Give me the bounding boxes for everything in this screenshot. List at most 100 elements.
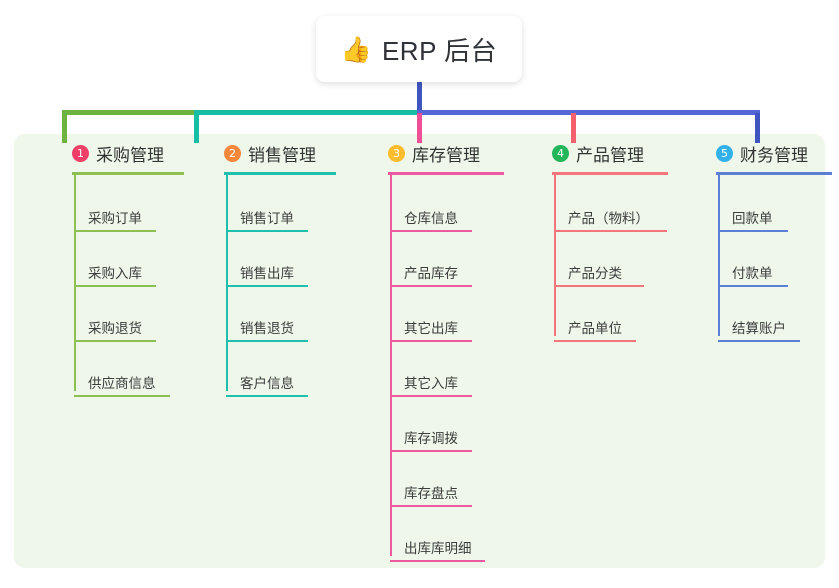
leaf-label: 产品库存	[404, 266, 458, 281]
number-badge-icon: 3	[388, 144, 405, 162]
leaf-label: 其它入库	[404, 376, 458, 391]
column-spine	[390, 175, 392, 556]
drop-col-3	[417, 113, 422, 143]
column-underline	[552, 172, 668, 175]
leaf-label: 结算账户	[732, 321, 786, 336]
leaf-list: 仓库信息产品库存其它出库其它入库库存调拨库存盘点出库库明细	[364, 175, 534, 566]
thumbs-up-icon: 👍	[340, 34, 372, 64]
page-title: ERP 后台	[381, 35, 498, 66]
leaf-underline	[74, 340, 156, 342]
leaf-underline	[390, 560, 485, 562]
drop-col-4	[571, 113, 576, 143]
leaf-label: 产品（物料）	[568, 211, 649, 226]
leaf-underline	[390, 285, 472, 287]
leaf-node[interactable]: 产品库存	[364, 236, 534, 291]
column-header-5[interactable]: 5 财务管理	[692, 134, 827, 172]
leaf-label: 付款单	[732, 266, 773, 281]
leaf-node[interactable]: 其它入库	[364, 346, 534, 401]
leaf-underline	[390, 340, 472, 342]
leaf-label: 仓库信息	[404, 211, 458, 226]
column-5: 5 财务管理回款单付款单结算账户	[692, 134, 832, 346]
leaf-label: 库存调拨	[404, 431, 458, 446]
number-badge-icon: 2	[224, 144, 241, 162]
leaf-node[interactable]: 其它出库	[364, 291, 534, 346]
leaf-label: 回款单	[732, 211, 773, 226]
column-title: 采购管理	[96, 145, 164, 165]
trunk-connector	[417, 80, 422, 113]
leaf-label: 采购退货	[88, 321, 142, 336]
leaf-node[interactable]: 产品分类	[528, 236, 698, 291]
leaf-list: 回款单付款单结算账户	[692, 175, 827, 346]
leaf-label: 销售出库	[240, 266, 294, 281]
column-title: 财务管理	[740, 145, 808, 165]
root-node-card[interactable]: 👍 ERP 后台	[316, 16, 522, 82]
column-spine	[554, 175, 556, 336]
leaf-label: 库存盘点	[404, 486, 458, 501]
column-spine	[718, 175, 720, 336]
leaf-label: 供应商信息	[88, 376, 156, 391]
leaf-underline	[554, 340, 636, 342]
column-underline	[72, 172, 184, 175]
leaf-node[interactable]: 付款单	[692, 236, 827, 291]
leaf-underline	[74, 285, 156, 287]
diagram-panel	[14, 134, 825, 568]
leaf-node[interactable]: 产品（物料）	[528, 181, 698, 236]
column-spine	[74, 175, 76, 391]
column-underline	[388, 172, 504, 175]
leaf-node[interactable]: 销售出库	[200, 236, 360, 291]
leaf-node[interactable]: 采购入库	[48, 236, 208, 291]
leaf-label: 出库库明细	[404, 541, 472, 556]
leaf-underline	[226, 340, 308, 342]
leaf-node[interactable]: 采购退货	[48, 291, 208, 346]
column-title: 销售管理	[248, 145, 316, 165]
leaf-list: 产品（物料） 产品分类产品单位	[528, 175, 698, 346]
column-spine	[226, 175, 228, 391]
leaf-label: 其它出库	[404, 321, 458, 336]
leaf-underline	[226, 395, 308, 397]
leaf-node[interactable]: 出库库明细	[364, 511, 534, 566]
drop-col-5	[755, 113, 760, 143]
leaf-label: 客户信息	[240, 376, 294, 391]
leaf-node[interactable]: 回款单	[692, 181, 827, 236]
column-4: 4 产品管理产品（物料） 产品分类产品单位	[528, 134, 698, 346]
number-badge-icon: 5	[716, 144, 733, 162]
leaf-underline	[718, 340, 800, 342]
leaf-node[interactable]: 结算账户	[692, 291, 827, 346]
leaf-node[interactable]: 仓库信息	[364, 181, 534, 236]
leaf-label: 产品单位	[568, 321, 622, 336]
leaf-node[interactable]: 客户信息	[200, 346, 360, 401]
leaf-underline	[390, 230, 472, 232]
leaf-node[interactable]: 销售退货	[200, 291, 360, 346]
leaf-node[interactable]: 采购订单	[48, 181, 208, 236]
leaf-underline	[226, 285, 308, 287]
leaf-underline	[718, 230, 788, 232]
leaf-node[interactable]: 销售订单	[200, 181, 360, 236]
leaf-underline	[390, 395, 472, 397]
leaf-node[interactable]: 库存盘点	[364, 456, 534, 511]
column-title: 产品管理	[576, 145, 644, 165]
column-header-4[interactable]: 4 产品管理	[528, 134, 698, 172]
leaf-node[interactable]: 供应商信息	[48, 346, 208, 401]
column-underline	[224, 172, 336, 175]
leaf-label: 销售订单	[240, 211, 294, 226]
leaf-list: 采购订单采购入库采购退货供应商信息	[48, 175, 208, 401]
column-2: 2 销售管理销售订单销售出库销售退货客户信息	[200, 134, 360, 401]
drop-col-1	[62, 113, 67, 143]
leaf-node[interactable]: 产品单位	[528, 291, 698, 346]
hbar-green	[62, 110, 194, 115]
leaf-label: 销售退货	[240, 321, 294, 336]
drop-col-2	[194, 113, 199, 143]
hbar-teal	[194, 110, 420, 115]
leaf-underline	[74, 230, 156, 232]
number-badge-icon: 4	[552, 144, 569, 162]
column-header-2[interactable]: 2 销售管理	[200, 134, 360, 172]
leaf-underline	[226, 230, 308, 232]
leaf-underline	[554, 230, 667, 232]
leaf-node[interactable]: 库存调拨	[364, 401, 534, 456]
leaf-underline	[390, 450, 472, 452]
